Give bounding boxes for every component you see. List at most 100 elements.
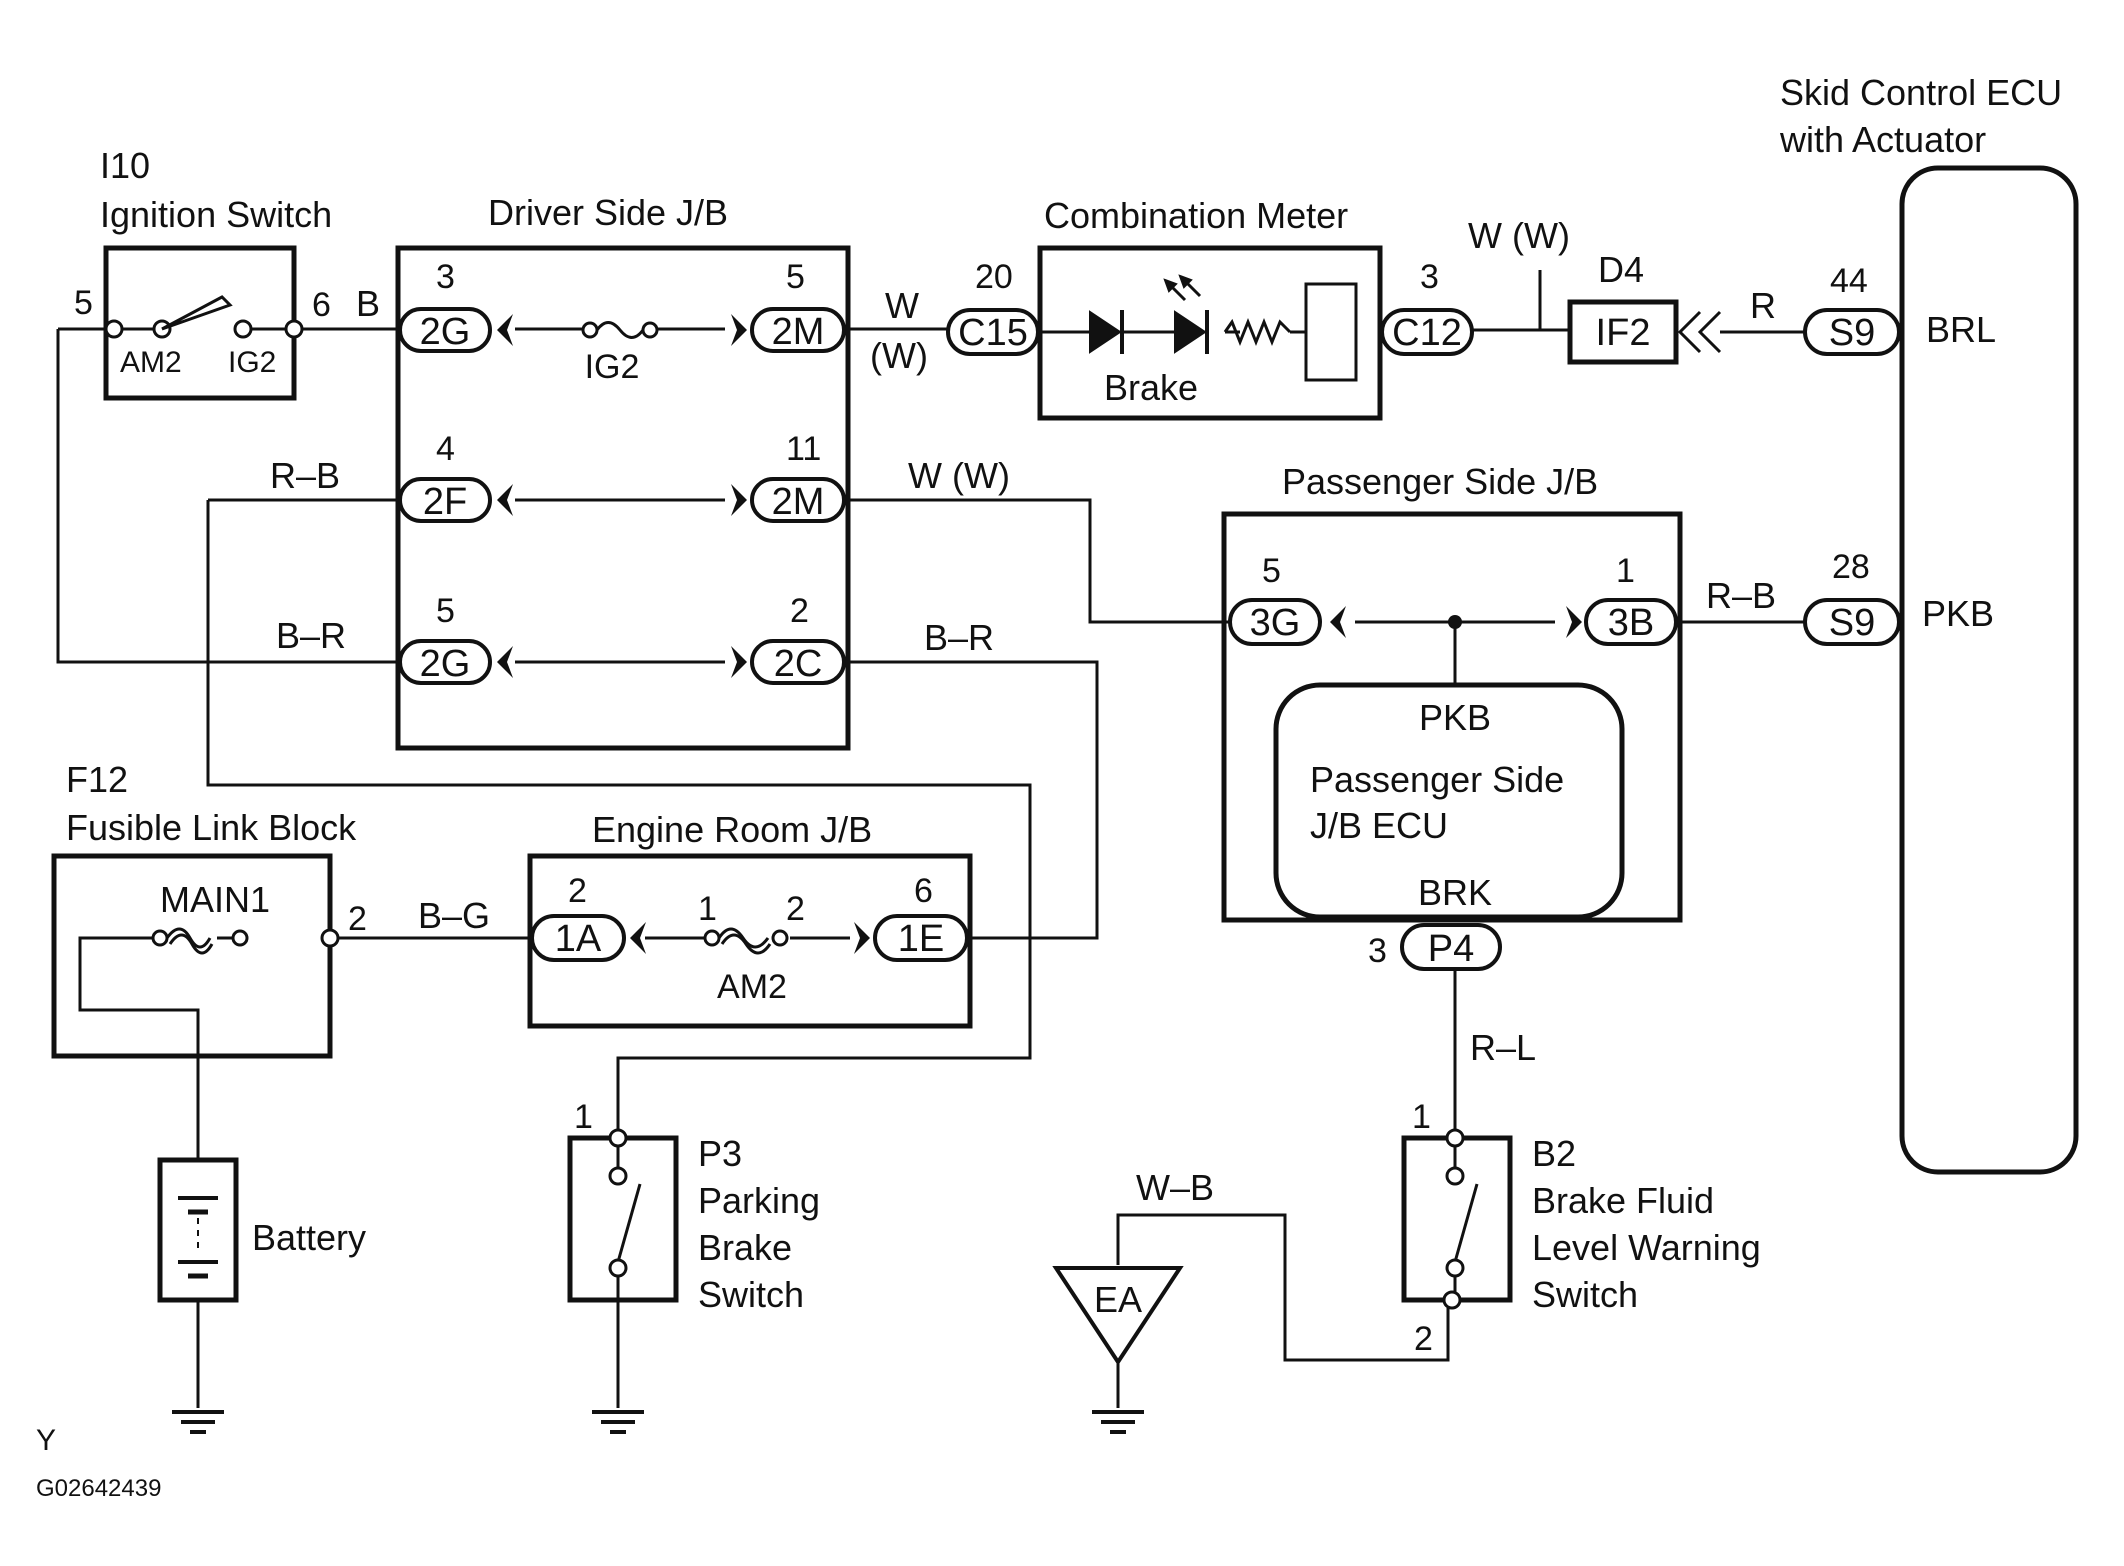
wire-label-rb-right: R–B (1706, 575, 1776, 616)
fuse-ig2-label: IG2 (585, 348, 640, 386)
fuse-main1-label: MAIN1 (160, 879, 270, 920)
connector-2c (750, 639, 846, 685)
engine-room-jb-name: Engine Room J/B (592, 809, 872, 850)
connector-2g-top (398, 307, 492, 353)
pin-2f: 4 (436, 430, 455, 468)
driver-side-jb: Driver Side J/B 3 2G IG2 5 2M 4 2F 11 2M… (395, 192, 851, 751)
ig2-contact (233, 319, 253, 339)
ground-ea-triangle (1052, 1266, 1184, 1366)
footer-mark: Y (36, 1424, 56, 1457)
b2-name-line3: Switch (1532, 1274, 1638, 1315)
pin-1a: 2 (568, 872, 587, 910)
b2-pin-2: 2 (1414, 1320, 1433, 1358)
wire-label-rl: R–L (1470, 1027, 1536, 1068)
wire-label-w-paren: (W) (870, 335, 928, 376)
fuse-am2-label: AM2 (717, 968, 787, 1006)
if2-box (1567, 299, 1679, 365)
brake-lamp-label: Brake (1104, 367, 1198, 408)
connector-2f-label: 2F (423, 481, 467, 523)
connector-s9-top-label: S9 (1829, 312, 1875, 354)
ground-icon-parking (590, 1410, 646, 1434)
ignition-pin-6: 6 (312, 286, 331, 324)
combination-meter: 20 C15 Combination Meter Brake 3 C12 (946, 195, 1474, 421)
pin-2m-mid: 11 (786, 430, 821, 468)
parking-brake-switch: 1 P3 Parking Brake Switch (567, 1098, 820, 1315)
wire-label-c12-ww: W (W) (1468, 215, 1570, 256)
passenger-jb-box (1221, 511, 1683, 923)
connector-3g-label: 3G (1250, 602, 1301, 644)
connector-c12-label: C12 (1392, 312, 1462, 354)
ground-icon-battery (170, 1410, 226, 1434)
connector-s9-mid (1803, 598, 1901, 646)
fusible-link-name: Fusible Link Block (66, 807, 357, 848)
connector-1a-label: 1A (555, 918, 602, 960)
driver-jb-name: Driver Side J/B (488, 192, 728, 233)
wire-label-r: R (1750, 285, 1776, 326)
wire-label-wb: W–B (1136, 1167, 1214, 1208)
pin-2m-top: 5 (786, 258, 805, 296)
brake-fluid-level-switch: 1 2 B2 Brake Fluid Level Warning Switch (1401, 1098, 1761, 1358)
engine-room-jb: Engine Room J/B 2 1A 1 2 AM2 6 1E (527, 809, 973, 1029)
ignition-pin-5: 5 (74, 284, 93, 322)
connector-2c-label: 2C (774, 643, 823, 685)
skid-ecu-box (1899, 165, 2079, 1175)
connector-s9-top (1803, 308, 1901, 356)
pin-2c: 2 (790, 592, 809, 630)
connector-2m-top (750, 307, 846, 353)
ignition-terminal-6 (284, 319, 304, 339)
battery: Battery (157, 1157, 366, 1303)
p3-name-line2: Brake (698, 1227, 792, 1268)
fusible-link-code: F12 (66, 759, 128, 800)
footer-code: G02642439 (36, 1475, 161, 1502)
pin-p4: 3 (1368, 932, 1387, 970)
connector-c15-label: C15 (958, 312, 1028, 354)
connector-1e-label: 1E (898, 918, 944, 960)
connector-2g-top-label: 2G (420, 311, 471, 353)
d4-connector: D4 IF2 R (1567, 249, 1776, 365)
connector-c12 (1380, 308, 1474, 356)
ground-ea: EA W–B (1052, 1167, 1214, 1366)
b2-name-line2: Level Warning (1532, 1227, 1761, 1268)
brake-led-icon (1174, 310, 1207, 354)
pin-3g: 5 (1262, 552, 1281, 590)
connector-3g (1228, 598, 1322, 646)
b2-name-line1: Brake Fluid (1532, 1180, 1714, 1221)
pin-s9-mid: 28 (1832, 548, 1870, 586)
if2-label: IF2 (1596, 312, 1651, 354)
fuse-am2-pin-1: 1 (698, 890, 717, 928)
skid-ecu-name-line1: Skid Control ECU (1780, 72, 2062, 113)
combination-meter-name: Combination Meter (1044, 195, 1348, 236)
combination-meter-box (1037, 245, 1383, 421)
wire-label-br-right: B–R (924, 617, 994, 658)
pin-s9-top: 44 (1830, 262, 1868, 300)
connector-1a (530, 914, 626, 962)
fusible-link-pin-2: 2 (348, 900, 367, 938)
connector-s9-mid-label: S9 (1829, 602, 1875, 644)
fusible-link-box (51, 853, 333, 1059)
pass-ecu-name-line1: Passenger Side (1310, 759, 1564, 800)
connector-p4 (1400, 923, 1502, 971)
connector-2m-top-label: 2M (772, 311, 825, 353)
fusible-link-block: F12 Fusible Link Block MAIN1 2 (51, 759, 367, 1059)
p3-pin-1: 1 (574, 1098, 593, 1136)
wire-label-b: B (356, 283, 380, 324)
passenger-jb-name: Passenger Side J/B (1282, 461, 1598, 502)
p3-name-line1: Parking (698, 1180, 820, 1221)
skid-control-ecu: Skid Control ECU with Actuator 44 S9 BRL… (1779, 72, 2079, 1175)
pin-c12: 3 (1420, 258, 1439, 296)
pass-ecu-term-brk: BRK (1418, 872, 1492, 913)
battery-box (157, 1157, 239, 1303)
pin-1e: 6 (914, 872, 933, 910)
passenger-side-jb: Passenger Side J/B 5 3G 1 3B PKB Passeng… (1221, 461, 1683, 971)
pin-2g-top: 3 (436, 258, 455, 296)
b2-pin-1: 1 (1412, 1098, 1431, 1136)
battery-label: Battery (252, 1217, 366, 1258)
wire-label-bg: B–G (418, 895, 490, 936)
p3-code: P3 (698, 1133, 742, 1174)
diode-icon (1089, 310, 1122, 354)
connector-p4-label: P4 (1428, 928, 1474, 970)
wire-label-ww-mid: W (W) (908, 455, 1010, 496)
connector-2m-mid (750, 477, 846, 523)
ignition-switch-name: Ignition Switch (100, 194, 332, 235)
